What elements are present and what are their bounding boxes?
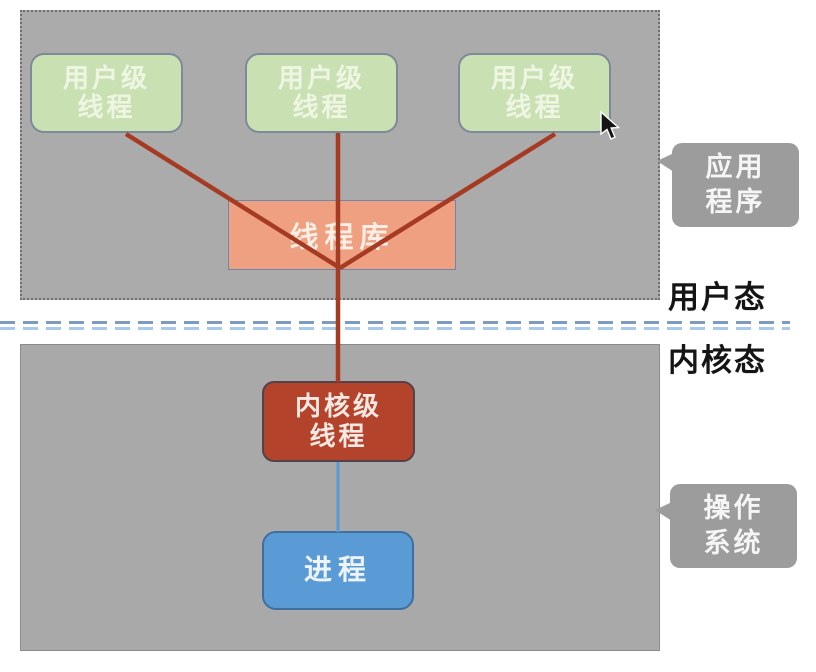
application-callout-line2: 程序 — [705, 187, 766, 218]
user-thread-2-line2: 线程 — [292, 93, 351, 122]
user-thread-2-line1: 用户级 — [277, 63, 365, 93]
user-mode-label: 用户态 — [668, 280, 767, 315]
mode-divider-light-dashes — [0, 327, 790, 330]
application-callout-pointer — [657, 153, 674, 172]
mode-divider-dark-dashes — [0, 321, 790, 324]
application-callout: 应用 程序 — [657, 143, 799, 228]
user-thread-1-line2: 线程 — [77, 93, 136, 122]
mode-divider-line — [0, 321, 790, 332]
process-label: 进程 — [303, 554, 372, 586]
operating-system-callout: 操作 系统 — [655, 484, 797, 569]
thread-library-box: 线程库 — [228, 200, 456, 270]
user-thread-3-line2: 线程 — [505, 93, 564, 122]
kernel-thread-box: 内核级 线程 — [262, 381, 415, 462]
user-thread-box-1: 用户级 线程 — [30, 53, 183, 133]
kernel-thread-line1: 内核级 — [294, 392, 382, 422]
application-callout-line1: 应用 — [705, 152, 766, 182]
user-thread-3-line1: 用户级 — [490, 63, 578, 93]
user-thread-1-line1: 用户级 — [62, 63, 150, 93]
process-box: 进程 — [262, 531, 414, 610]
operating-system-callout-pointer — [655, 502, 672, 521]
user-thread-box-3: 用户级 线程 — [458, 53, 611, 133]
kernel-thread-line2: 线程 — [309, 421, 368, 451]
thread-library-label: 线程库 — [289, 222, 395, 254]
user-thread-box-2: 用户级 线程 — [245, 53, 398, 133]
operating-system-callout-line2: 系统 — [703, 528, 764, 559]
kernel-mode-label: 内核态 — [668, 343, 767, 378]
operating-system-callout-line1: 操作 — [703, 493, 764, 523]
